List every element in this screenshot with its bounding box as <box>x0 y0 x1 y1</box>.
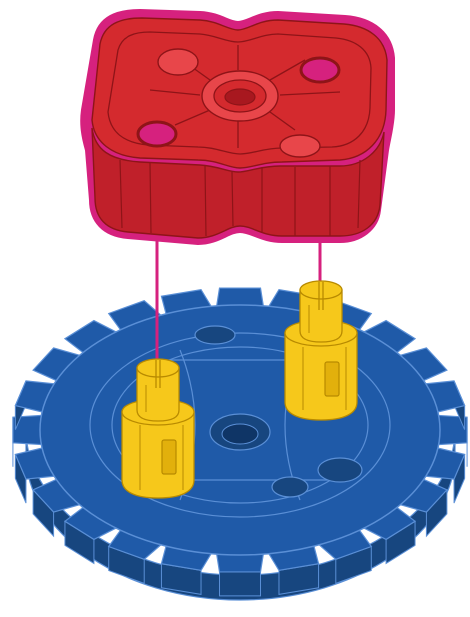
gear-tooth-side <box>220 572 261 596</box>
peg-top <box>137 359 179 377</box>
peg-window <box>325 362 339 396</box>
peg-window <box>162 440 176 474</box>
gear-hole <box>195 326 235 344</box>
target-hole-left <box>138 122 176 146</box>
target-hole-right <box>301 58 339 82</box>
gear-hole <box>272 477 308 497</box>
plate-hole <box>158 49 198 75</box>
plate-center-hole <box>225 89 255 105</box>
gear-center-hole-inner <box>222 424 258 444</box>
plate-hole <box>280 135 320 157</box>
red-hub-plate <box>83 12 392 242</box>
peg-top <box>300 281 342 299</box>
gear-hole <box>318 458 362 482</box>
blue-gear <box>13 288 467 600</box>
